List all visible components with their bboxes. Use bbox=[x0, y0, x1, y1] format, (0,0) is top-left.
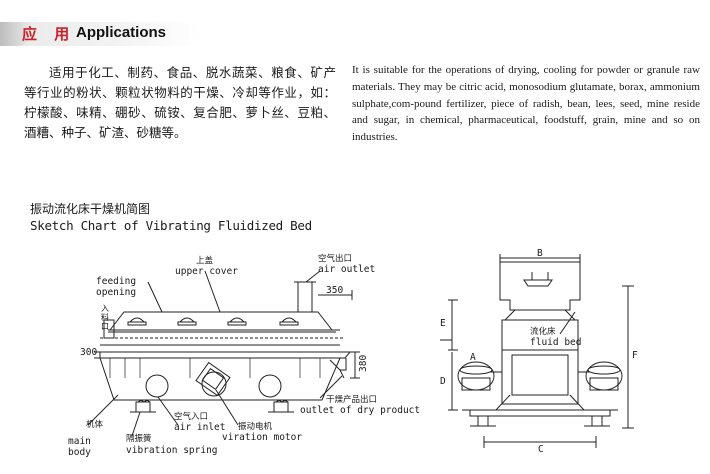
label-air-outlet-en: air outlet bbox=[318, 264, 376, 275]
header-swoosh bbox=[0, 22, 30, 46]
label-upper-cover-en: upper cover bbox=[175, 266, 238, 277]
intro-text-cn: 适用于化工、制药、食品、脱水蔬菜、粮食、矿产等行业的粉状、颗粒状物料的干燥、冷却… bbox=[24, 65, 336, 140]
label-feeding-opening-text: feeding opening bbox=[96, 276, 137, 298]
label-main-body-en: main body bbox=[68, 436, 91, 458]
section-title-en: Applications bbox=[76, 24, 167, 41]
label-dry-outlet-cn: 干燥产品出口 bbox=[326, 395, 378, 405]
label-fluid-bed-cn: 流化床 bbox=[530, 327, 556, 337]
label-dim-e: E bbox=[440, 318, 446, 329]
label-dim-d: D bbox=[440, 376, 446, 387]
label-air-inlet-cn: 空气入口 bbox=[174, 412, 209, 422]
label-fluid-bed-en: fluid bed bbox=[530, 337, 582, 348]
intro-text-en: It is suitable for the operations of dry… bbox=[352, 64, 700, 144]
label-vibration-motor-cn: 振动电机 bbox=[238, 422, 273, 432]
label-dim-f: F bbox=[632, 350, 638, 361]
label-vibration-motor-en: viration motor bbox=[222, 432, 303, 443]
section-title-cn: 应 用 bbox=[22, 25, 76, 43]
label-vibration-spring-cn: 隔振簧 bbox=[126, 434, 152, 444]
label-feeding-opening: feeding opening bbox=[96, 276, 136, 298]
label-dry-outlet-en: outlet of dry product bbox=[300, 405, 421, 416]
label-dim-c: C bbox=[538, 444, 544, 455]
label-dim-380: 380 bbox=[358, 354, 369, 372]
sketch-title-cn: 振动流化床干燥机简图 bbox=[30, 202, 151, 216]
header-bar bbox=[0, 22, 200, 46]
sketch-title-en: Sketch Chart of Vibrating Fluidized Bed bbox=[30, 218, 312, 233]
label-dim-a: A bbox=[470, 352, 476, 363]
label-dim-300: 300 bbox=[80, 347, 98, 358]
label-air-inlet-en: air inlet bbox=[174, 422, 226, 433]
label-air-outlet-cn: 空气出口 bbox=[318, 254, 353, 264]
label-main-body-cn: 机体 bbox=[86, 420, 104, 430]
label-upper-cover-cn: 上盖 bbox=[196, 256, 214, 266]
label-feed-cn: 入 料 口 bbox=[101, 304, 109, 331]
label-dim-350: 350 bbox=[326, 285, 344, 296]
label-vibration-spring-en: vibration spring bbox=[126, 445, 218, 456]
label-dim-b: B bbox=[537, 248, 543, 259]
